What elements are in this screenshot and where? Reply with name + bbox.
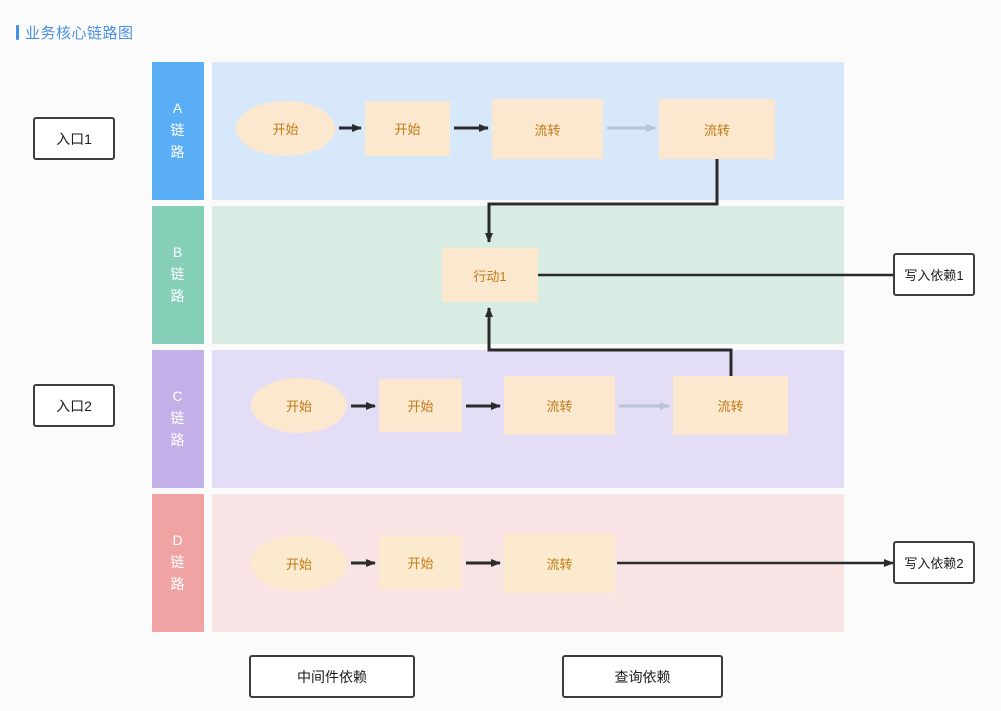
title-accent-bar [16,25,19,40]
flow-node-c2[interactable]: 开始 [379,379,462,432]
legend-box-1[interactable]: 中间件依赖 [249,655,415,698]
flow-node-d1[interactable]: 开始 [251,536,347,591]
flow-node-b1[interactable]: 行动1 [442,248,538,302]
entry-box-1[interactable]: 入口1 [33,117,115,160]
flow-node-a3[interactable]: 流转 [492,99,603,159]
flow-node-c3[interactable]: 流转 [504,376,615,435]
lane-suffix-1: 链 [170,410,186,427]
lane-suffix-1: 链 [170,122,186,139]
lane-letter: C [172,388,184,405]
lane-letter: D [172,532,184,549]
lane-suffix-2: 路 [170,575,186,592]
lane-suffix-2: 路 [170,143,186,160]
flow-node-c1[interactable]: 开始 [251,378,347,433]
flow-node-d3[interactable]: 流转 [504,534,615,593]
flow-node-a2[interactable]: 开始 [365,101,450,156]
legend-box-2[interactable]: 查询依赖 [562,655,723,698]
entry-box-2[interactable]: 入口2 [33,384,115,427]
flow-node-a1[interactable]: 开始 [236,101,335,156]
page-title: 业务核心链路图 [16,22,134,43]
page-title-text: 业务核心链路图 [25,25,134,42]
flow-node-c4[interactable]: 流转 [673,376,788,435]
lane-suffix-1: 链 [170,266,186,283]
lane-letter: A [172,100,184,117]
lane-letter: B [172,244,184,261]
dependency-box-dep1[interactable]: 写入依赖1 [893,253,975,296]
lane-suffix-2: 路 [170,287,186,304]
dependency-box-dep2[interactable]: 写入依赖2 [893,541,975,584]
lane-suffix-1: 链 [170,554,186,571]
flow-node-d2[interactable]: 开始 [379,536,462,589]
lane-suffix-2: 路 [170,431,186,448]
flow-node-a4[interactable]: 流转 [659,99,775,159]
